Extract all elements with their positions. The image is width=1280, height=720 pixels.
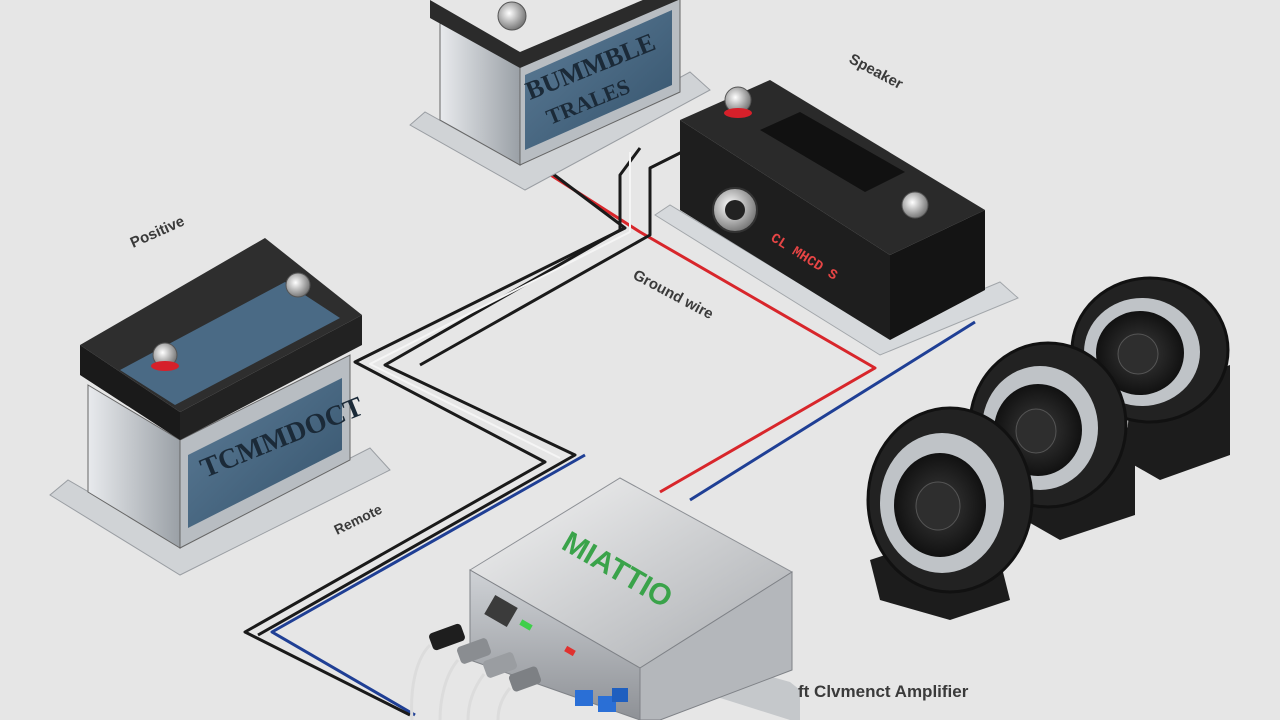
battery-top-lid: [430, 0, 679, 68]
amplifier-terminal-blue-3[interactable]: [612, 688, 628, 702]
battery-left: TCMMDOCT: [49, 238, 391, 576]
ground-wire-black-3: [419, 146, 691, 367]
plug-grey-2: [483, 652, 517, 678]
volume-knob-center: [725, 200, 745, 220]
battery-top: BUMMBLE TRALES: [409, 0, 711, 191]
plug-cables: [410, 643, 512, 720]
label-ground-wire: Ground wire: [630, 267, 716, 323]
head-unit-slot: [760, 112, 905, 192]
head-unit-front: [680, 120, 890, 340]
speakers: [866, 276, 1230, 620]
plug-black: [429, 623, 465, 651]
speaker-front-dustcap: [915, 481, 961, 531]
amplifier-led-red: [564, 645, 576, 657]
plug-grey-3: [508, 666, 542, 692]
amplifier-side: [639, 571, 793, 720]
plug-grey-1: [457, 638, 491, 664]
battery-left-panel: [120, 282, 340, 405]
amplifier-rca-input[interactable]: [484, 594, 518, 628]
remote-wire-blue-left: [270, 453, 586, 717]
speaker-back-dustcap: [1117, 333, 1159, 375]
amplifier-terminal-blue-1[interactable]: [575, 690, 593, 706]
label-remote: Remote: [331, 501, 384, 538]
label-speaker: Speaker: [846, 51, 906, 93]
amplifier-caption: ft Clvmenct Amplifier: [798, 682, 969, 701]
amplifier-plugs: [410, 623, 542, 720]
battery-left-lid-side: [180, 315, 362, 440]
head-unit-terminal-ring: [724, 108, 752, 118]
battery-top-base: [409, 71, 711, 191]
battery-left-base: [49, 447, 391, 576]
battery-left-face: [188, 378, 342, 528]
battery-left-terminal-negative: [285, 272, 311, 298]
ground-wire-black-1: [243, 166, 627, 717]
battery-left-terminal-positive-ring: [151, 361, 179, 371]
battery-left-lid-front: [80, 345, 180, 440]
amplifier-led-green: [519, 619, 533, 631]
label-positive: Positive: [128, 213, 187, 252]
amplifier-terminal-blue-2[interactable]: [598, 696, 616, 712]
speaker-front: [866, 406, 1034, 620]
amplifier: MIATTIO: [410, 477, 800, 720]
remote-wire-blue: [689, 320, 976, 502]
ground-wire-white: [369, 152, 631, 459]
head-unit-terminal-ground: [901, 191, 929, 219]
head-unit-side: [890, 210, 985, 340]
speaker-middle-dustcap: [1015, 408, 1057, 454]
battery-top-face: [525, 10, 672, 150]
head-unit: CL MHCD S: [654, 80, 1019, 356]
wiring-harness: [243, 146, 976, 717]
battery-top-terminal: [497, 1, 527, 31]
